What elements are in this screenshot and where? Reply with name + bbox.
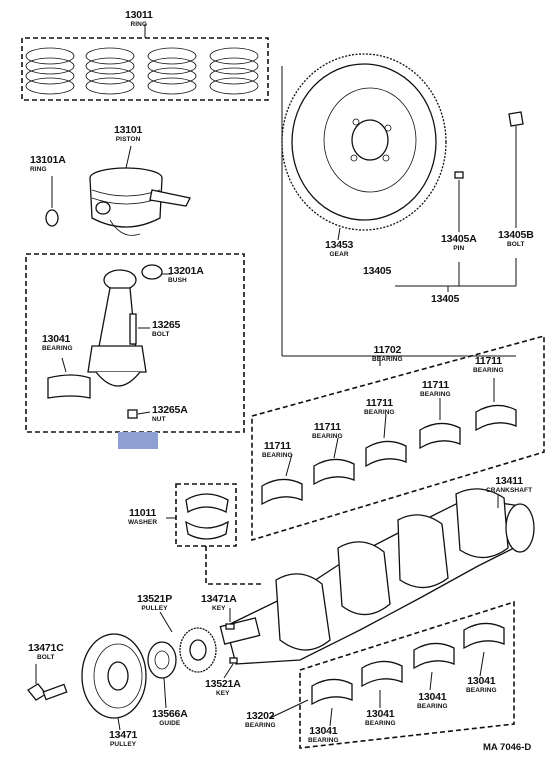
crankshaft-pulley	[81, 633, 147, 731]
piston-ring-set	[21, 24, 269, 101]
label-13405-flywheel-assy[interactable]: 13405	[431, 293, 460, 305]
thrust-washer	[166, 483, 262, 585]
connecting-rod-group	[25, 253, 245, 433]
main-bearing-lower-set	[299, 600, 515, 749]
leader-lines	[269, 356, 495, 727]
flywheel-pin-and-bolt	[395, 111, 524, 292]
crankshaft-pulley-bolt	[27, 664, 68, 701]
crankshaft-timing-pulley	[159, 608, 235, 673]
piston	[45, 145, 191, 236]
diagram-code: MA 7046-D	[483, 742, 532, 753]
flywheel	[281, 53, 516, 357]
crankshaft-guide	[147, 641, 238, 709]
highlight-marker	[118, 432, 158, 449]
main-bearing-upper-set	[251, 334, 545, 542]
label-13405-flywheel[interactable]: 13405	[363, 265, 392, 277]
crankshaft	[219, 488, 535, 665]
